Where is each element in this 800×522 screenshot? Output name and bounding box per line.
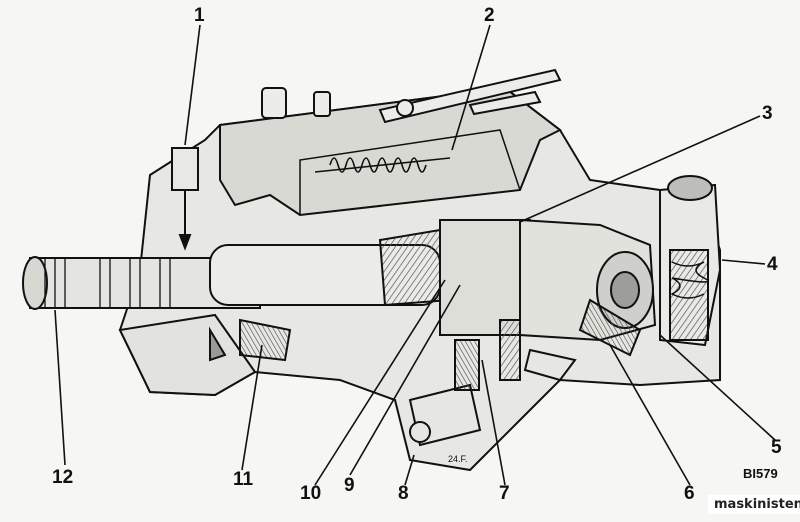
rotor-assembly [378, 218, 657, 357]
callout-3: 3 [762, 103, 773, 124]
callout-10: 10 [300, 483, 322, 504]
delivery-valve [171, 147, 199, 251]
control-levers [261, 68, 562, 124]
leader-lines [54, 24, 776, 486]
diagram-stamp: 24.F. [448, 454, 468, 464]
callout-4: 4 [767, 254, 778, 275]
watermark[interactable]: maskinisten.net [708, 495, 800, 514]
callout-2: 2 [484, 5, 495, 26]
callout-7: 7 [499, 483, 510, 504]
callout-9: 9 [344, 475, 355, 496]
callout-11: 11 [233, 469, 254, 490]
figure-code: BI579 [743, 466, 778, 481]
drive-shaft [22, 244, 441, 310]
callout-1: 1 [194, 5, 205, 26]
mounting-flange [118, 313, 292, 397]
callout-6: 6 [684, 483, 695, 504]
end-plate-regulator [659, 175, 722, 347]
callout-8: 8 [398, 483, 409, 504]
governor-cover [219, 86, 562, 217]
callout-12: 12 [52, 467, 74, 488]
governor-spring [314, 157, 451, 173]
head-bleed-fittings [408, 319, 577, 447]
callout-5: 5 [771, 437, 782, 458]
